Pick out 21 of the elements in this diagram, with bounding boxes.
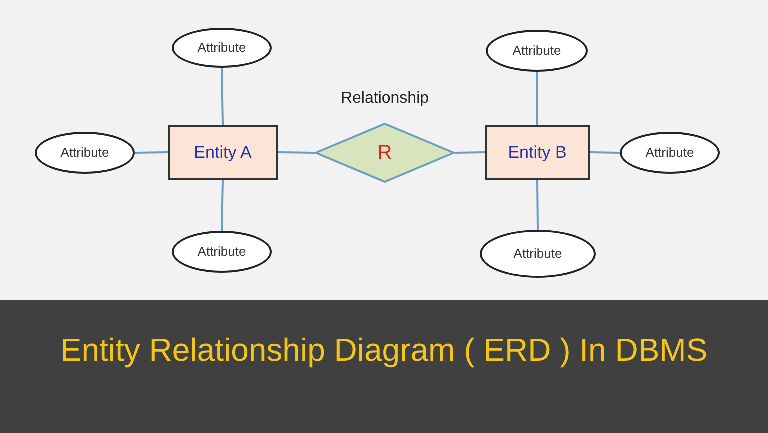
- entity-name: Entity B: [508, 142, 567, 164]
- attribute-name: Attribute: [514, 245, 562, 264]
- attribute-name: Attribute: [198, 39, 246, 58]
- connector-line: [454, 152, 486, 154]
- relationship-label: Relationship: [340, 89, 430, 109]
- attribute-name: Attribute: [646, 144, 694, 162]
- entity-box: [485, 125, 590, 180]
- connector-line: [536, 72, 538, 126]
- connector-line: [221, 68, 224, 126]
- title: Entity Relationship Diagram ( ERD ) In DBMS: [60, 331, 708, 370]
- connector-line: [590, 152, 620, 154]
- attribute-name: Attribute: [198, 243, 246, 262]
- attribute-name: Attribute: [512, 42, 562, 60]
- entity-box: [168, 125, 278, 180]
- relationship-symbol: R: [378, 141, 392, 166]
- connector-line: [536, 180, 539, 230]
- attribute-name: Attribute: [60, 144, 110, 162]
- connector-line: [221, 180, 224, 232]
- connector-line: [278, 152, 316, 154]
- entity-name: Entity A: [194, 142, 252, 164]
- connector-line: [134, 152, 168, 154]
